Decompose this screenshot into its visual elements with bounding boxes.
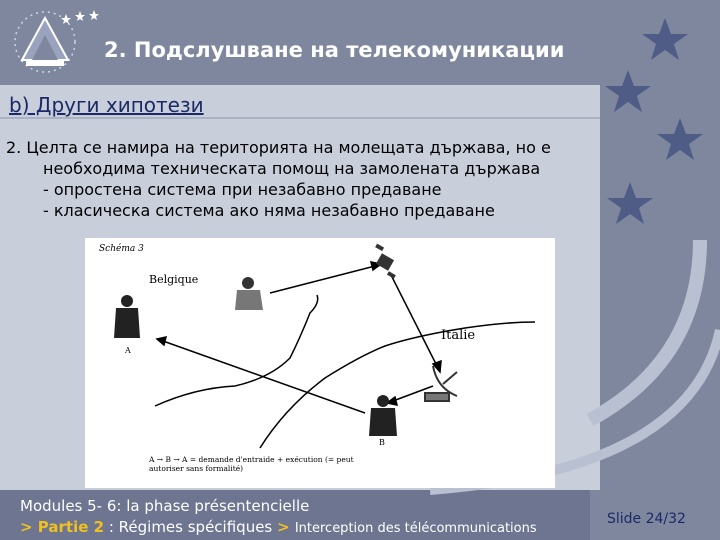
breadcrumb-section: Interception des télécommunications bbox=[294, 521, 537, 536]
arrow-to-b bbox=[392, 385, 434, 402]
border-line bbox=[154, 294, 319, 407]
body-line-3: - опростена система при незабавно предав… bbox=[43, 180, 442, 199]
footer-breadcrumb: > Partie 2 : Régimes spécifiques > Inter… bbox=[20, 518, 537, 536]
footer-module: Modules 5- 6: la phase présentencielle bbox=[20, 497, 310, 515]
body-line-1: 2. Целта се намира на територията на мол… bbox=[6, 138, 551, 157]
caption-line-1: A → B → A = demande d'entraide + exécuti… bbox=[148, 455, 354, 464]
person-icon bbox=[114, 295, 140, 338]
person-icon bbox=[235, 277, 263, 310]
caption-line-2: autoriser sans formalité) bbox=[149, 464, 243, 473]
arrow-to-dish bbox=[389, 272, 438, 367]
schema-figure: Schéma 3 Belgique Italie A B A → B → A =… bbox=[85, 238, 555, 488]
body-text: 2. Целта се намира на територията на мол… bbox=[6, 137, 551, 221]
breadcrumb-marker: > bbox=[277, 518, 295, 536]
italie-label: Italie bbox=[441, 328, 475, 343]
breadcrumb-part-title: : Régimes spécifiques bbox=[104, 518, 278, 536]
body-line-2: необходима техническата помощ на замолен… bbox=[43, 159, 541, 178]
arrow-to-a bbox=[162, 340, 366, 414]
satellite-dish-icon bbox=[424, 365, 458, 402]
body-line-4: - класическа система ако няма незабавно … bbox=[43, 201, 495, 220]
satellite-icon bbox=[375, 243, 396, 279]
schema-label: Schéma 3 bbox=[99, 243, 144, 254]
breadcrumb-part: Partie 2 bbox=[37, 518, 105, 536]
slide-number: Slide 24/32 bbox=[607, 511, 686, 527]
arrow-to-satellite bbox=[269, 265, 376, 294]
belgique-label: Belgique bbox=[149, 273, 198, 286]
page-title: 2. Подслушване на телекомуникации bbox=[104, 38, 565, 62]
breadcrumb-marker: > bbox=[20, 518, 38, 536]
person-icon bbox=[369, 395, 397, 436]
border-line bbox=[259, 321, 536, 449]
label-b: B bbox=[379, 438, 385, 447]
schema-diagram: Schéma 3 Belgique Italie A B A → B → A =… bbox=[99, 243, 536, 473]
stars-decoration-icon bbox=[605, 18, 703, 224]
logo-emblem-icon bbox=[14, 11, 76, 73]
label-a: A bbox=[124, 346, 131, 355]
section-subtitle: b) Други хипотези bbox=[9, 93, 204, 117]
